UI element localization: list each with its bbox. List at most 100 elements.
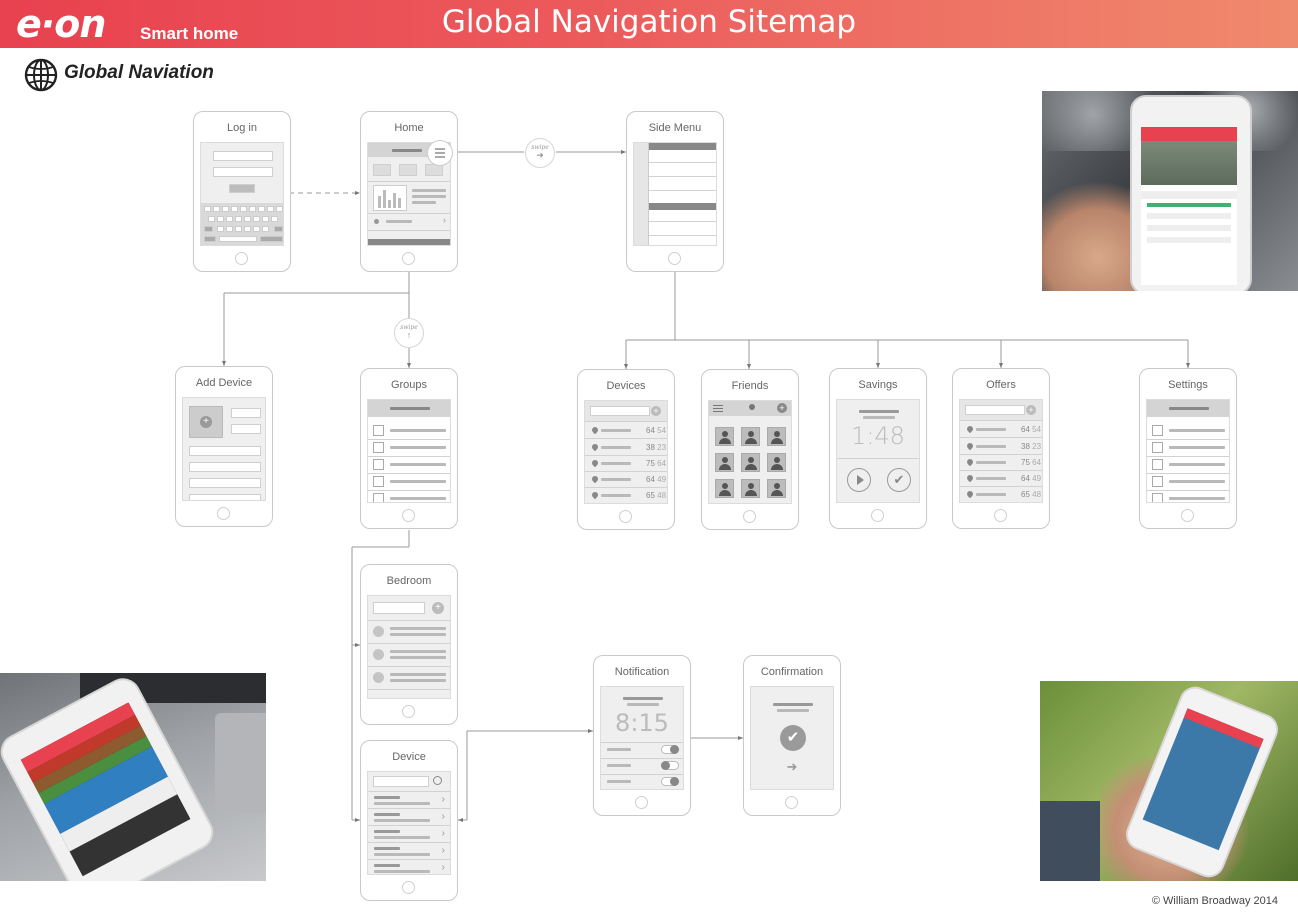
screen-notification[interactable]: Notification 8:15 — [593, 655, 691, 816]
offer-sub: 23 — [1032, 442, 1042, 451]
home-button — [871, 509, 884, 522]
arrow-up-icon: ↑ — [406, 330, 412, 340]
chart-thumb — [373, 185, 407, 211]
screen-title: Confirmation — [760, 666, 824, 678]
photo-phone-in-hand-garden — [1040, 681, 1298, 881]
device-usage-value: 75 — [646, 459, 655, 468]
savings-timer: 1:48 — [851, 422, 905, 450]
screen-title: Devices — [606, 380, 646, 392]
screen-side-menu[interactable]: Side Menu — [626, 111, 724, 272]
search-icon — [433, 776, 442, 785]
home-button — [994, 509, 1007, 522]
arrow-right-icon: ➜ — [786, 759, 798, 774]
screen-confirmation[interactable]: Confirmation ✔ ➜ — [743, 655, 841, 816]
copyright: © William Broadway 2014 — [1151, 895, 1278, 907]
home-button — [402, 881, 415, 894]
side-menu-wireframe — [633, 142, 717, 246]
offer-sub: 54 — [1032, 425, 1042, 434]
home-button — [1181, 509, 1194, 522]
notification-wireframe: 8:15 — [600, 686, 684, 790]
screen-title: Friends — [731, 380, 769, 392]
screen-devices[interactable]: Devices + 64 54 38 23 75 64 64 49 65 48 — [577, 369, 675, 530]
check-icon: ✔ — [887, 468, 911, 492]
play-icon — [847, 468, 871, 492]
home-button — [743, 510, 756, 523]
swipe-right-badge: swipe ➜ — [525, 138, 555, 168]
screen-title: Home — [394, 122, 424, 134]
offer-sub: 64 — [1032, 458, 1042, 467]
eon-logo: e·on — [16, 2, 106, 46]
device-usage-sub: 48 — [657, 491, 667, 500]
photo-phone-on-laptop — [0, 673, 266, 881]
logo-subtitle: Smart home — [140, 24, 239, 43]
login-button — [229, 184, 255, 193]
menu-icon — [427, 140, 453, 166]
device-wireframe: › › › › › — [367, 771, 451, 875]
swipe-label: swipe — [531, 144, 549, 151]
keyboard — [201, 203, 283, 245]
settings-wireframe — [1146, 399, 1230, 503]
screen-title: Offers — [986, 379, 1016, 391]
home-button — [402, 705, 415, 718]
device-usage-value: 64 — [646, 426, 655, 435]
screen-title: Notification — [614, 666, 670, 678]
screen-device[interactable]: Device › › › › › — [360, 740, 458, 901]
device-usage-value: 64 — [646, 475, 655, 484]
toggle-switch — [661, 761, 679, 770]
screen-title: Savings — [858, 379, 898, 391]
device-usage-sub: 64 — [657, 459, 667, 468]
device-usage-sub: 23 — [657, 443, 667, 452]
offer-value: 65 — [1021, 490, 1030, 499]
username-field — [213, 151, 273, 161]
arrow-right-icon: ➜ — [536, 150, 544, 160]
offer-value: 38 — [1021, 442, 1030, 451]
globe-icon — [24, 58, 58, 92]
home-button — [402, 252, 415, 265]
photo-placeholder: + — [189, 406, 223, 438]
screen-home[interactable]: Home › — [360, 111, 458, 272]
screen-offers[interactable]: Offers + 64 54 38 23 75 64 64 49 65 48 — [952, 368, 1050, 529]
device-usage-sub: 54 — [657, 426, 667, 435]
notification-time: 8:15 — [615, 709, 669, 737]
home-button — [785, 796, 798, 809]
home-button — [635, 796, 648, 809]
bedroom-wireframe: + — [367, 595, 451, 699]
offer-value: 64 — [1021, 425, 1030, 434]
screen-friends[interactable]: Friends + — [701, 369, 799, 530]
home-button — [402, 509, 415, 522]
offers-wireframe: + 64 54 38 23 75 64 64 49 65 48 — [959, 399, 1043, 503]
screen-title: Settings — [1168, 379, 1208, 391]
screen-title: Side Menu — [648, 122, 702, 134]
screen-title: Add Device — [195, 377, 253, 389]
offer-value: 64 — [1021, 474, 1030, 483]
screen-title: Groups — [390, 379, 428, 391]
devices-wireframe: + 64 54 38 23 75 64 64 49 65 48 — [584, 400, 668, 504]
checkmark-icon: ✔ — [780, 725, 806, 751]
add-device-wireframe: + — [182, 397, 266, 501]
page-title: Global Navigation Sitemap — [441, 4, 857, 40]
screen-title: Bedroom — [386, 575, 432, 587]
home-button — [619, 510, 632, 523]
screen-login[interactable]: Log in — [193, 111, 291, 272]
screen-bedroom[interactable]: Bedroom + — [360, 564, 458, 725]
offer-value: 75 — [1021, 458, 1030, 467]
screen-add-device[interactable]: Add Device + — [175, 366, 273, 527]
device-usage-value: 65 — [646, 491, 655, 500]
home-button — [668, 252, 681, 265]
screen-savings[interactable]: Savings 1:48 ✔ — [829, 368, 927, 529]
swipe-up-badge: swipe ↑ — [394, 318, 424, 348]
password-field — [213, 167, 273, 177]
screen-settings[interactable]: Settings — [1139, 368, 1237, 529]
header-banner: e·on Smart home Global Navigation Sitema… — [0, 0, 1298, 48]
offer-sub: 48 — [1032, 490, 1042, 499]
toggle-switch — [661, 777, 679, 786]
friends-wireframe: + — [708, 400, 792, 504]
savings-wireframe: 1:48 ✔ — [836, 399, 920, 503]
groups-wireframe — [367, 399, 451, 503]
device-usage-value: 38 — [646, 443, 655, 452]
screen-groups[interactable]: Groups — [360, 368, 458, 529]
toggle-switch — [661, 745, 679, 754]
login-wireframe — [200, 142, 284, 246]
screen-title: Log in — [227, 122, 257, 134]
photo-phone-in-hand-street — [1042, 91, 1298, 291]
